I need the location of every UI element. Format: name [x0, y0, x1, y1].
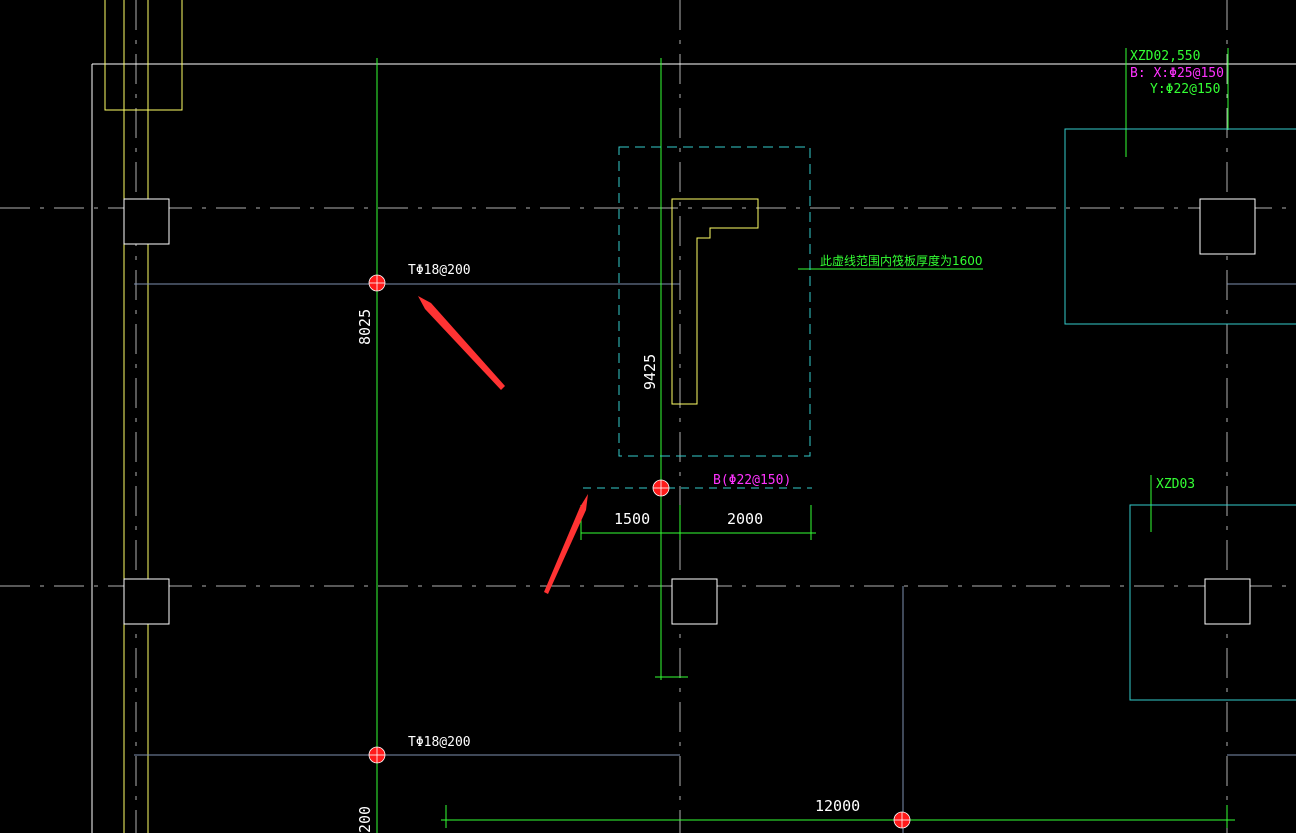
markers — [368, 274, 911, 829]
annotation-arrows — [418, 296, 588, 594]
rebar-label-bottom: TΦ18@200 — [408, 735, 471, 750]
dim-vertical-left-partial: 200 — [356, 806, 374, 833]
column-left-bottom — [123, 578, 170, 625]
column-right-top — [1199, 198, 1256, 255]
xzd03-label: XZD03 — [1156, 477, 1195, 492]
xzd02-y-line: Y:Φ22@150 — [1150, 82, 1220, 97]
dim-vertical-center: 9425 — [641, 354, 659, 390]
pile-cap-xzd03 — [1129, 504, 1296, 701]
green-dimension-lines — [376, 48, 1235, 833]
columns — [123, 198, 1256, 625]
column-center — [671, 578, 718, 625]
core-wall-outline — [671, 198, 759, 405]
rebar-lines — [134, 283, 1296, 833]
raft-thickness-note: 此虚线范围内筏板厚度为1600 — [820, 253, 983, 268]
column-left-top — [123, 198, 170, 245]
dim-2000: 2000 — [727, 510, 763, 528]
wall-left — [104, 0, 183, 833]
column-right-bottom — [1204, 578, 1251, 625]
dim-vertical-left: 8025 — [356, 309, 374, 345]
arrow-lower — [544, 494, 588, 594]
pit-rebar-label: B(Φ22@150) — [713, 473, 791, 488]
cyan-outlines — [583, 128, 1296, 701]
xzd02-b-line: B: X:Φ25@150 — [1130, 66, 1224, 81]
slab-outline — [91, 63, 1296, 833]
xzd02-title: XZD02,550 — [1130, 49, 1200, 64]
thickened-raft-zone — [618, 146, 811, 457]
rebar-label-top: TΦ18@200 — [408, 263, 471, 278]
dim-1500: 1500 — [614, 510, 650, 528]
text-labels: TΦ18@200 TΦ18@200 8025 200 9425 1500 200… — [356, 49, 1224, 833]
dim-12000: 12000 — [815, 797, 860, 815]
arrow-upper — [418, 296, 505, 390]
pile-cap-xzd02 — [1064, 128, 1296, 325]
